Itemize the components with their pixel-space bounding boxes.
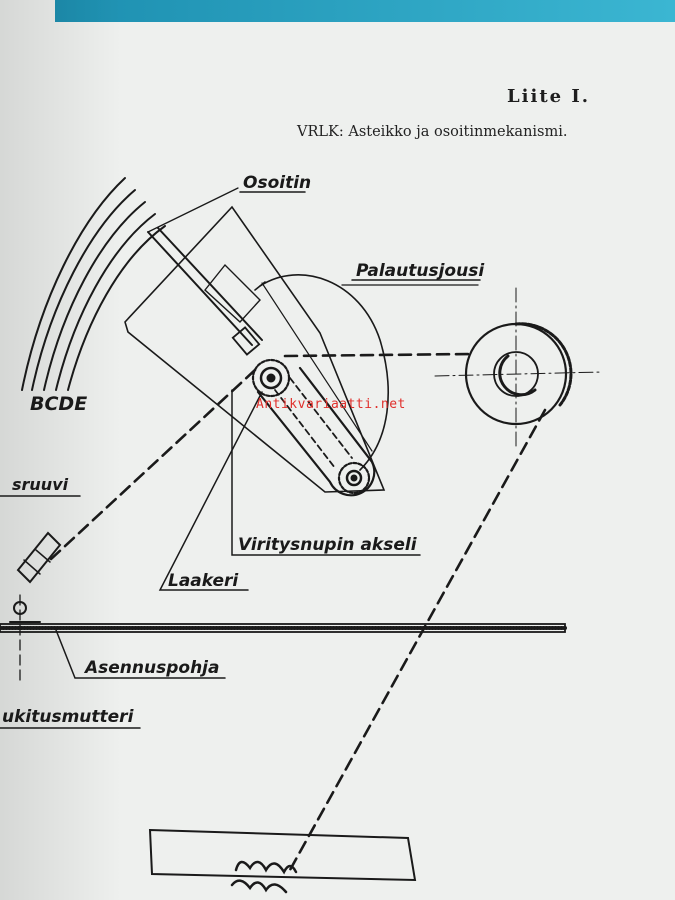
slot-link: [256, 366, 376, 497]
mounting-base: [0, 623, 567, 633]
gear-rack: [148, 828, 417, 894]
label-viritysnupin-akseli: Viritysnupin akseli: [238, 535, 418, 555]
appendix-label: Liite I.: [507, 86, 591, 107]
adjusting-screw: [9, 531, 62, 681]
book-edge-strip: [55, 0, 675, 22]
leader-lines: [0, 191, 481, 729]
label-osoitin: Osoitin: [243, 173, 311, 193]
label-ruuvi: sruuvi: [12, 475, 69, 494]
label-laakeri: Laakeri: [168, 571, 239, 591]
label-palautusjousi: Palautusjousi: [356, 261, 485, 281]
pulley: [434, 287, 603, 449]
label-scale-letters: BCDE: [30, 393, 87, 415]
scale-arcs: [21, 177, 166, 391]
drive-cord: [48, 352, 547, 872]
label-asennuspohja: Asennuspohja: [83, 658, 219, 678]
label-mutteri: ukitusmutteri: [2, 707, 135, 727]
return-spring: [254, 274, 479, 471]
pointer: [147, 187, 263, 356]
watermark: Antikvariaatti.net: [256, 397, 406, 412]
bearing: [251, 358, 291, 398]
figure-caption: VRLK: Asteikko ja osoitinmekanismi.: [297, 124, 568, 140]
scale-plate: [124, 205, 386, 493]
tuning-shaft: [337, 461, 371, 495]
